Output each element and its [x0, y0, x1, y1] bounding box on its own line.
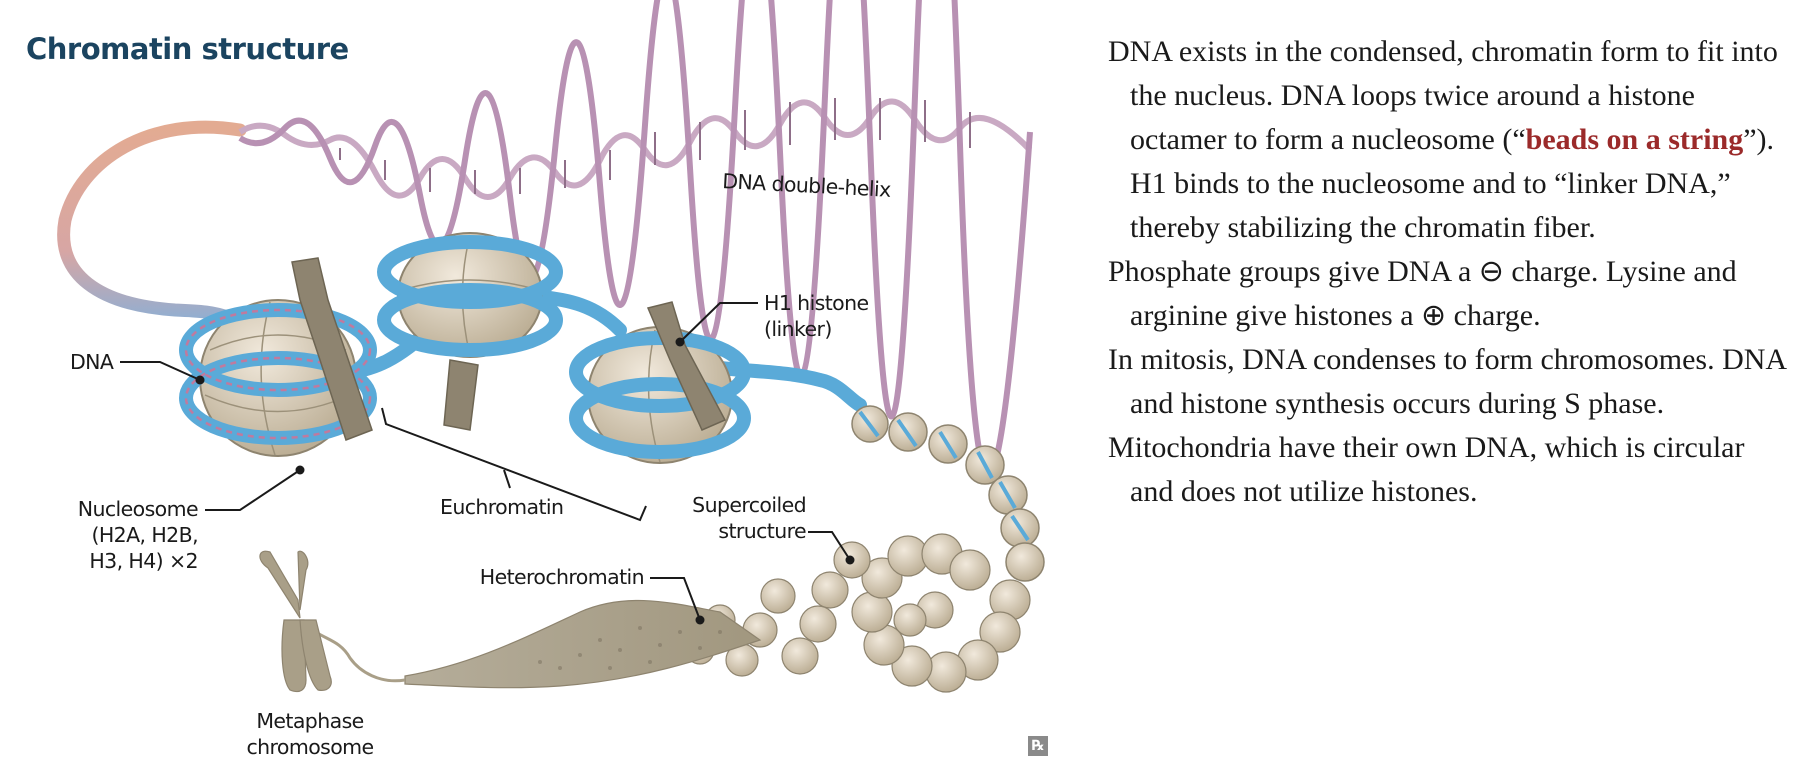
label-nucleosome-1: Nucleosome: [78, 497, 198, 521]
leader-dna: [120, 361, 201, 381]
dna-strand-loop: [57, 120, 247, 325]
label-dna: DNA: [70, 350, 114, 374]
paragraph-text: ”). H1 binds to the nucleosome and to “l…: [1130, 123, 1775, 244]
chromosome-icon: [259, 550, 332, 693]
label-nucleosome-3: H3, H4) ×2: [89, 549, 198, 573]
supercoiled-structure: [685, 533, 1031, 693]
label-heterochromatin: Heterochromatin: [480, 565, 644, 589]
paragraph-charges: Phosphate groups give DNA a ⊖ charge. Ly…: [1108, 255, 1737, 332]
highlight-beads-on-a-string: beads on a string: [1525, 123, 1744, 156]
rx-badge: ℞: [1028, 736, 1048, 756]
paragraph-mitosis: In mitosis, DNA condenses to form chromo…: [1108, 343, 1786, 420]
chromatin-diagram: DNA double-helix DNA H1 histone (linker)…: [57, 0, 1045, 759]
label-metaphase-2: chromosome: [246, 735, 373, 759]
leader-supercoiled: [808, 531, 851, 561]
label-nucleosome-2: (H2A, H2B,: [91, 523, 198, 547]
description-panel: DNA exists in the condensed, chromatin f…: [1108, 30, 1788, 514]
leader-heterochromatin: [650, 577, 701, 621]
dna-double-helix: [238, 0, 1033, 479]
label-dna-double-helix: DNA double-helix: [722, 169, 892, 202]
leader-nucleosome: [205, 469, 301, 511]
label-euchromatin: Euchromatin: [440, 495, 563, 519]
page-title: Chromatin structure: [26, 32, 349, 66]
label-metaphase-1: Metaphase: [256, 709, 363, 733]
label-h1-histone-1: H1 histone: [764, 291, 869, 315]
euchromatin-tick: [503, 469, 511, 489]
paragraph-chromatin: DNA exists in the condensed, chromatin f…: [1108, 30, 1788, 250]
paragraph-text: DNA exists in the condensed, chromatin f…: [1108, 35, 1778, 156]
heterochromatin-fiber: [404, 599, 762, 689]
h1-histone-icon: [646, 301, 727, 431]
leader-h1: [679, 302, 758, 343]
nucleosome-icon: [569, 326, 751, 464]
label-supercoiled-2: structure: [718, 519, 806, 543]
h1-histone-icon: [291, 257, 373, 441]
label-supercoiled-1: Supercoiled: [692, 493, 806, 517]
euchromatin-bracket: [381, 407, 647, 522]
label-h1-histone-2: (linker): [764, 317, 832, 341]
paragraph-mitochondria: Mitochondria have their own DNA, which i…: [1108, 431, 1745, 508]
nucleosome-icon: [377, 232, 563, 431]
